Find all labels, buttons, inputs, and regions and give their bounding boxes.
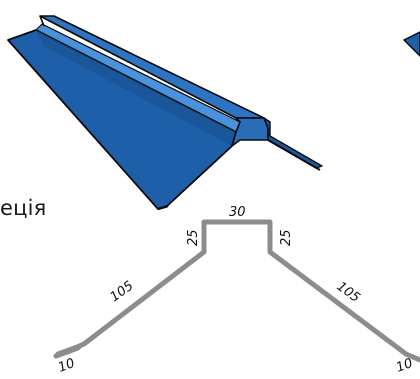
profile-section bbox=[53, 219, 420, 363]
dim-left-riser: 25 bbox=[186, 229, 201, 246]
dim-left-hem: 10 bbox=[56, 356, 77, 376]
ridge-tail-flange bbox=[263, 117, 323, 169]
second-render-fragment bbox=[403, 31, 420, 57]
dim-left-slope: 105 bbox=[108, 279, 137, 306]
left-tip bbox=[39, 15, 45, 27]
tail-edge bbox=[267, 139, 321, 171]
section-caption-fragment: еція bbox=[0, 196, 47, 220]
hem-edge bbox=[157, 204, 169, 211]
panel-fold-shadow bbox=[36, 30, 236, 146]
dim-right-hem: 10 bbox=[394, 356, 415, 376]
dim-top-width: 30 bbox=[229, 205, 246, 220]
left-hem bbox=[53, 345, 81, 359]
dim-right-riser: 25 bbox=[279, 229, 294, 246]
ridge-flashing-render bbox=[7, 15, 323, 211]
